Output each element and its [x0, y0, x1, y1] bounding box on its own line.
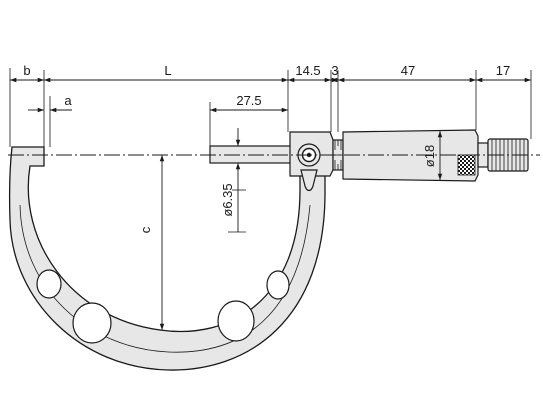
label-a: a — [64, 93, 72, 108]
label-b: b — [23, 63, 30, 78]
label-c: c — [138, 226, 153, 233]
frame-hole — [72, 302, 112, 344]
label-27-5: 27.5 — [236, 93, 261, 108]
frame-hole — [266, 270, 290, 300]
label-14-5: 14.5 — [295, 63, 320, 78]
frame-hole — [217, 300, 255, 342]
frame-hole — [36, 269, 62, 299]
frame — [8, 146, 326, 371]
label-47: 47 — [401, 63, 415, 78]
label-3: 3 — [331, 63, 338, 78]
lock-lever — [300, 169, 318, 192]
thimble — [342, 129, 479, 182]
label-thimble-dia: ø18 — [422, 145, 437, 167]
label-spindle-dia: ø6.35 — [220, 183, 235, 216]
spindle — [209, 145, 293, 164]
label-L: L — [164, 63, 171, 78]
thimble-knurl — [457, 154, 476, 176]
label-17: 17 — [496, 63, 510, 78]
